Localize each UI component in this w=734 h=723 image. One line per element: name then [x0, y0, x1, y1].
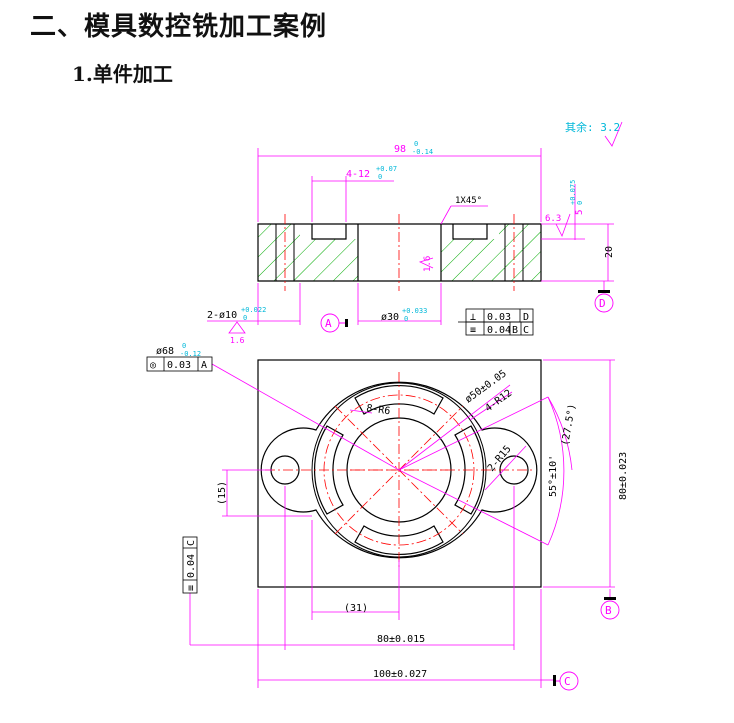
rough-1-6-side: 1.6: [423, 256, 433, 272]
plan-dimensions: [189, 359, 615, 688]
section-heading: 二、模具数控铣加工案例: [30, 12, 328, 42]
kidney-slots: [314, 385, 484, 555]
plan-view: 100±0.027 80±0.015 (31) 80±0.023 (15) 55…: [146, 342, 629, 691]
fcf-conc-tol: 0.03: [167, 360, 191, 371]
fcf-sym-datum1: B: [512, 325, 518, 336]
dim-od: ø68: [156, 346, 174, 357]
dim-od-tol-upper: 0: [182, 342, 186, 350]
dim-5-tol-upper: +0.075: [569, 180, 577, 205]
rough-1-6-low: 1.6: [230, 336, 245, 345]
dim-bore-tol-upper: +0.033: [402, 307, 427, 315]
dim-20: 20: [604, 246, 615, 258]
dim-od-tol-lower: -0.12: [180, 350, 201, 358]
datum-a: A: [320, 313, 348, 333]
dim-chamfer: 1X45°: [455, 196, 482, 206]
section-hatch: [258, 224, 541, 281]
dim-holes: 2-ø10: [207, 310, 237, 321]
datum-c-label: C: [564, 675, 571, 688]
fcf-perp-datum: D: [523, 312, 529, 323]
datum-b: B: [600, 597, 620, 620]
dim-98-tol-upper: 0: [414, 140, 418, 148]
surface-note-text: 其余: 3.2: [565, 120, 620, 134]
fcf-perp-symbol: ⊥: [470, 312, 476, 323]
dim-98-tol-lower: -0.14: [412, 148, 433, 156]
dim-15: (15): [217, 481, 228, 505]
fcf-sym-datum2: C: [523, 325, 529, 336]
boss-outline: [260, 381, 538, 559]
dim-angle-27: (27.5°): [560, 403, 578, 446]
fcf-side-datum: C: [186, 540, 197, 546]
section-centerlines: [284, 214, 515, 291]
dim-98: 98: [394, 144, 406, 155]
surface-finish-note: 其余: 3.2: [565, 120, 623, 147]
fcf-perp-tol: 0.03: [487, 312, 511, 323]
fcf-side-tol: 0.04: [186, 554, 197, 578]
dim-angle-55: 55°±10': [548, 455, 559, 497]
fcf-conc-datum: A: [201, 360, 207, 371]
dim-slot: 4-12: [346, 169, 370, 180]
dim-80-h: 80±0.023: [618, 452, 629, 500]
fcf-conc-symbol: ◎: [150, 360, 156, 371]
datum-c: C: [553, 671, 579, 691]
section-dimensions: [207, 148, 614, 325]
datum-d-label: D: [599, 297, 606, 310]
hole-section-lines: [275, 224, 524, 281]
dim-r6: 8-R6: [366, 403, 391, 417]
fcf-symmetry-side: [182, 536, 198, 594]
dim-80-w: 80±0.015: [377, 634, 425, 645]
fcf-sym-tol: 0.04: [487, 325, 511, 336]
dim-100: 100±0.027: [373, 669, 427, 680]
fcf-concentricity: [146, 356, 213, 372]
datum-a-label: A: [325, 317, 332, 330]
dim-holes-tol-upper: +0.022: [241, 306, 266, 314]
dim-bore-tol-lower: 0: [404, 315, 408, 323]
plate-outline: [257, 359, 542, 588]
dim-slot-tol-lower: 0: [378, 173, 382, 181]
dim-bore: ø30: [381, 312, 399, 323]
dim-slot-tol-upper: +0.07: [376, 165, 397, 173]
dim-5-tol-lower: 0: [576, 201, 584, 205]
dim-holes-tol-lower: 0: [243, 314, 247, 322]
section-view: 98 0 -0.14 4-12 +0.07 0 1X45° 6.3 5 +0.0…: [207, 140, 615, 345]
subsection-heading: 1.单件加工: [72, 62, 173, 86]
dim-5: 5: [575, 210, 585, 215]
fcf-sym-symbol: ≡: [470, 325, 476, 336]
fcf-side-symbol: ≡: [186, 585, 197, 591]
fcf-perpendicularity: [458, 308, 534, 336]
datum-b-label: B: [605, 604, 612, 617]
rough-6-3: 6.3: [545, 214, 561, 224]
dim-31: (31): [344, 603, 368, 614]
datum-d: D: [594, 290, 614, 313]
